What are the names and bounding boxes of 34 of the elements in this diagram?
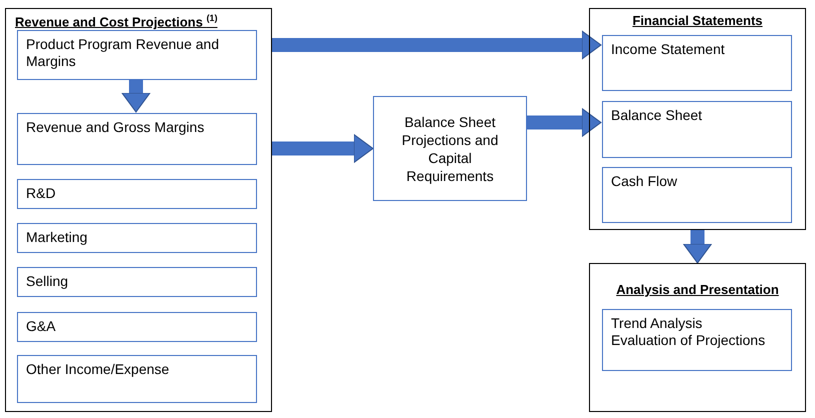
panel-heading: Financial Statements xyxy=(631,13,764,29)
box-text: Revenue and Gross Margins xyxy=(26,119,206,136)
process-box xyxy=(17,223,257,253)
block-arrow xyxy=(272,30,602,60)
block-arrow xyxy=(272,134,374,163)
process-box xyxy=(373,96,527,201)
panel-heading: Revenue and Cost Projections $^{(1)}$ xyxy=(15,12,218,30)
process-box xyxy=(17,355,257,403)
block-arrow xyxy=(683,230,712,264)
process-box xyxy=(602,35,792,91)
box-text: Balance Sheet xyxy=(611,107,704,124)
box-text: Balance Sheet Projections and Capital Requirements xyxy=(400,112,500,184)
group-panel xyxy=(589,8,806,230)
block-arrow xyxy=(122,79,150,112)
box-text: Selling xyxy=(26,273,70,290)
process-box xyxy=(17,312,257,342)
box-text: Marketing xyxy=(26,229,88,246)
group-panel xyxy=(5,8,272,412)
box-text: Trend Analysis xyxy=(611,315,704,332)
process-box xyxy=(17,267,257,297)
box-text: Cash Flow xyxy=(611,173,678,190)
block-arrow xyxy=(527,108,602,137)
process-box xyxy=(17,179,257,209)
process-box xyxy=(602,167,792,223)
box-text: R&D xyxy=(26,185,57,202)
box-text: Income Statement xyxy=(611,41,726,58)
process-box xyxy=(602,101,792,158)
box-text: Other Income/Expense xyxy=(26,361,170,378)
panel-heading: Analysis and Presentation xyxy=(615,282,780,298)
process-box xyxy=(602,309,792,371)
box-text: G&A xyxy=(26,318,57,335)
group-panel xyxy=(589,263,806,412)
process-box xyxy=(17,113,257,165)
box-text: Evaluation of Projections xyxy=(611,332,766,349)
